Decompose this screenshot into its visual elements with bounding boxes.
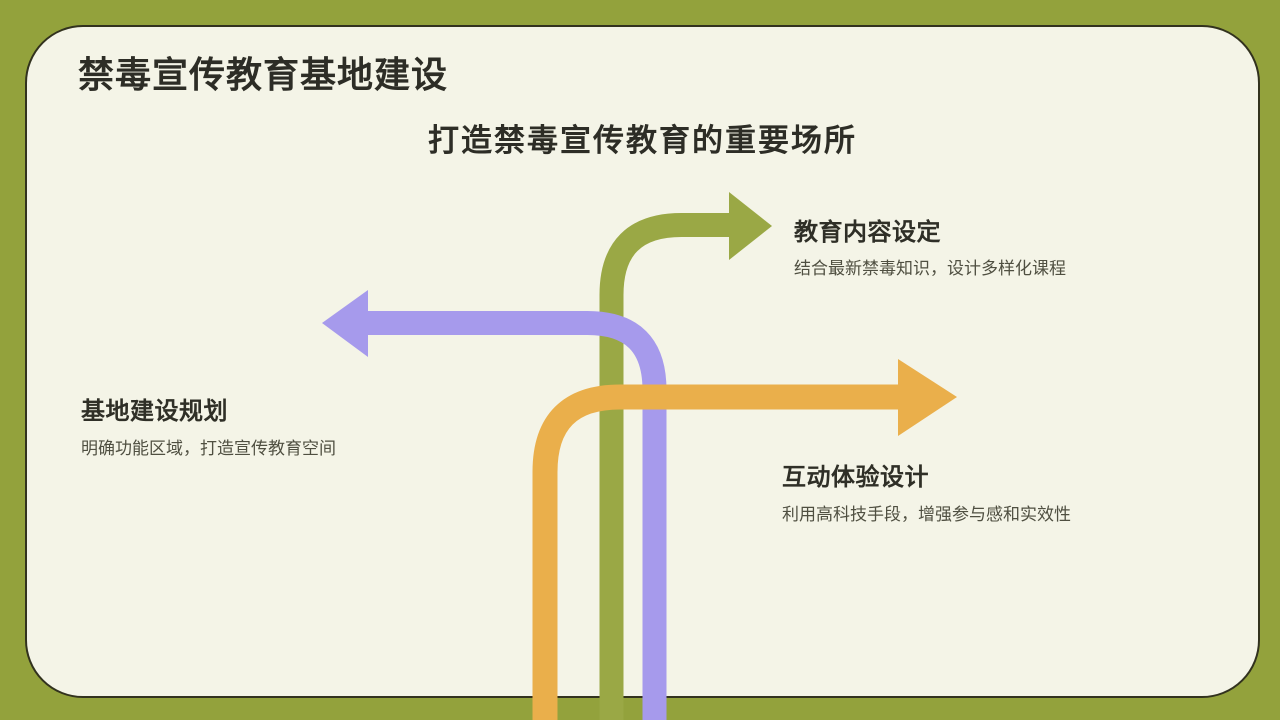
page-title: 禁毒宣传教育基地建设 <box>78 54 449 95</box>
item-heading-education-content: 教育内容设定 <box>794 219 941 246</box>
item-desc-base-construction: 明确功能区域，打造宣传教育空间 <box>81 439 336 458</box>
item-heading-interactive-experience: 互动体验设计 <box>782 464 929 491</box>
item-heading-base-construction: 基地建设规划 <box>81 398 228 425</box>
page-subtitle: 打造禁毒宣传教育的重要场所 <box>428 123 857 158</box>
item-desc-education-content: 结合最新禁毒知识，设计多样化课程 <box>794 259 1066 278</box>
item-desc-interactive-experience: 利用高科技手段，增强参与感和实效性 <box>782 505 1071 524</box>
